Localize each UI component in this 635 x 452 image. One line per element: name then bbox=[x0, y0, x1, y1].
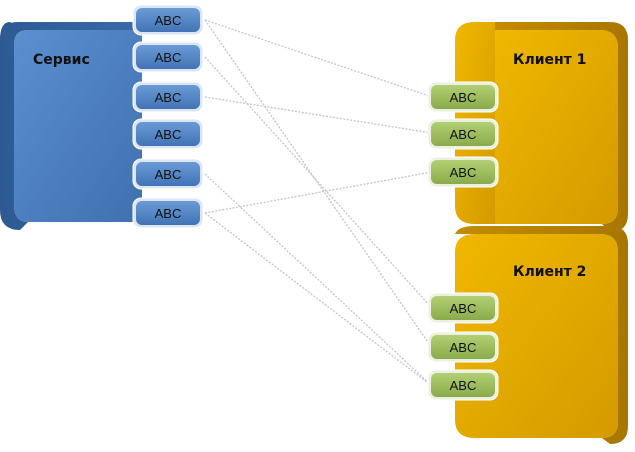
service-endpoint-label: ABC bbox=[155, 90, 182, 105]
client-endpoint[interactable]: ABC bbox=[427, 369, 499, 401]
client-endpoint-label: ABC bbox=[450, 301, 477, 316]
client-1-endpoints: ABC ABC ABC bbox=[427, 81, 499, 188]
service-endpoint[interactable]: ABC bbox=[132, 81, 204, 113]
client-endpoint[interactable]: ABC bbox=[427, 81, 499, 113]
service-block-body bbox=[14, 30, 142, 222]
connector-line bbox=[204, 173, 433, 387]
client-endpoint-label: ABC bbox=[450, 340, 477, 355]
client-endpoint[interactable]: ABC bbox=[427, 292, 499, 324]
client-endpoint-label: ABC bbox=[450, 378, 477, 393]
service-endpoint-label: ABC bbox=[155, 50, 182, 65]
client-endpoint-label: ABC bbox=[450, 90, 477, 105]
service-title: Сервис bbox=[33, 52, 90, 68]
client-endpoint[interactable]: ABC bbox=[427, 331, 499, 363]
connectors bbox=[204, 19, 433, 387]
client-1-title: Клиент 1 bbox=[513, 52, 586, 68]
client-endpoint[interactable]: ABC bbox=[427, 156, 499, 188]
service-endpoint-label: ABC bbox=[155, 13, 182, 28]
connector-line bbox=[204, 19, 433, 349]
client-endpoint[interactable]: ABC bbox=[427, 118, 499, 150]
service-endpoints: ABC ABC ABC ABC ABC ABC bbox=[132, 4, 204, 229]
service-endpoint-label: ABC bbox=[155, 167, 182, 182]
connector-line bbox=[204, 56, 433, 309]
service-endpoint[interactable]: ABC bbox=[132, 197, 204, 229]
service-block-edge bbox=[0, 22, 142, 230]
client-2-title: Клиент 2 bbox=[513, 264, 586, 280]
client-endpoint-label: ABC bbox=[450, 165, 477, 180]
service-endpoint[interactable]: ABC bbox=[132, 4, 204, 36]
client-2-endpoints: ABC ABC ABC bbox=[427, 292, 499, 401]
service-endpoint[interactable]: ABC bbox=[132, 158, 204, 190]
connector-line bbox=[204, 171, 433, 214]
client-1-block-body bbox=[495, 30, 618, 224]
client-endpoint-label: ABC bbox=[450, 127, 477, 142]
service-endpoint[interactable]: ABC bbox=[132, 118, 204, 150]
service-block: Сервис bbox=[0, 22, 142, 230]
service-endpoint[interactable]: ABC bbox=[132, 41, 204, 73]
connector-line bbox=[204, 19, 433, 98]
connector-line bbox=[204, 96, 433, 134]
service-endpoint-label: ABC bbox=[155, 127, 182, 142]
service-endpoint-label: ABC bbox=[155, 206, 182, 221]
